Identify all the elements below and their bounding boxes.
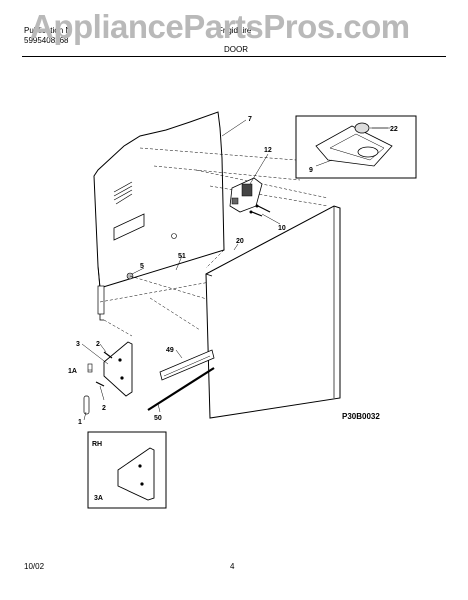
callout-10: 10 [278,225,286,232]
leader-lines [81,119,388,421]
publication-number: 5995408268 [24,36,69,45]
page-header: Publication N 5995408268 Frigidaire Appl… [0,0,468,70]
callout-1: 1 [78,419,82,426]
callout-5: 5 [140,263,144,270]
callout-2-upper: 2 [96,341,100,348]
publication-label: Publication N [24,26,72,35]
left-hinge-bracket [83,341,133,415]
callout-9: 9 [309,167,313,174]
back-panel [93,111,329,337]
callout-3: 3 [76,341,80,348]
inset-hinge-detail [295,115,417,179]
section-title: DOOR [224,45,248,54]
trim-strips [147,349,215,411]
callout-2-lower: 2 [102,405,106,412]
callout-3a: 3A [94,495,103,502]
callout-7: 7 [248,116,252,123]
figure-code: P30B0032 [342,412,380,421]
hinge-assembly [229,177,271,217]
callout-22: 22 [390,126,398,133]
callout-49: 49 [166,347,174,354]
page-number: 4 [230,562,235,571]
inset-rh-hinge [87,431,167,509]
callout-rh: RH [92,441,102,448]
door-panel [205,205,341,419]
header-divider [22,56,446,57]
callout-12: 12 [264,147,272,154]
watermark: AppliancePartsPros.com [30,8,410,45]
callout-1a: 1A [68,368,77,375]
callout-50: 50 [154,415,162,422]
callout-20: 20 [236,238,244,245]
footer-date: 10/02 [24,562,45,571]
callout-51: 51 [178,253,186,260]
brand-name: Frigidaire [218,26,252,35]
